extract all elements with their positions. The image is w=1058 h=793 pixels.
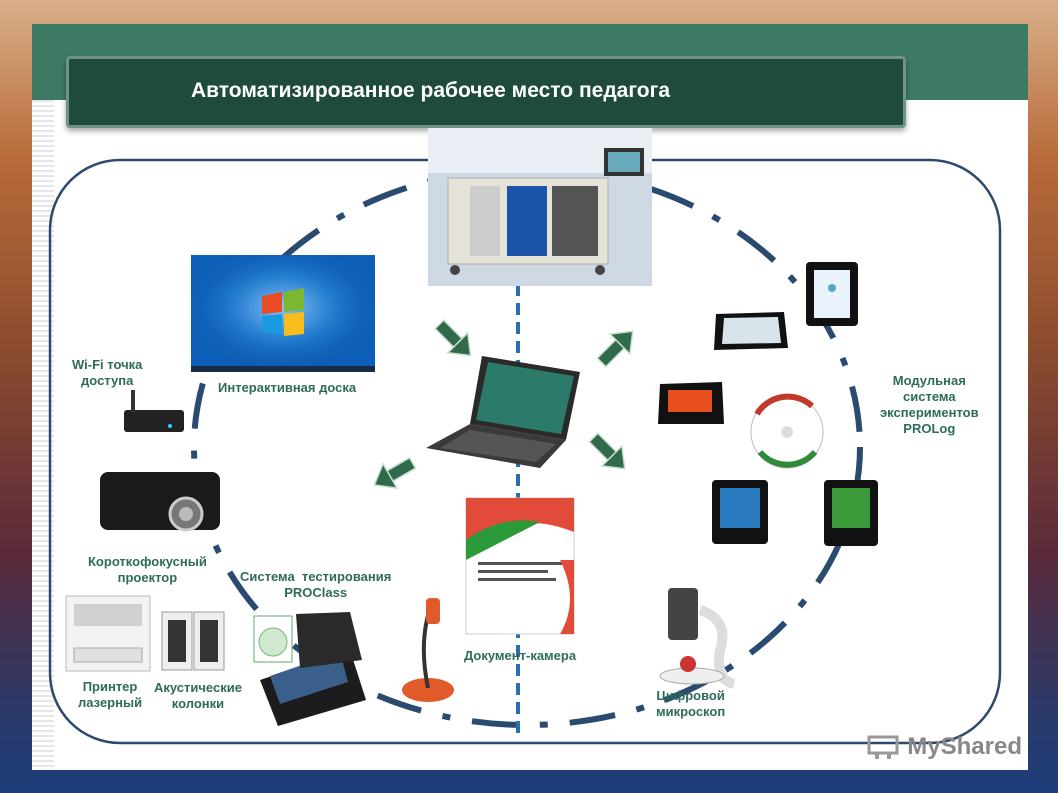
prolog-module-3-image — [658, 382, 724, 424]
wifi-router-image — [124, 390, 184, 432]
watermark: MyShared — [867, 733, 1022, 761]
slide-stripes — [32, 100, 54, 770]
title-bar: Автоматизированное рабочее место педагог… — [66, 56, 906, 128]
prolog-module-1-image — [806, 262, 858, 326]
laptop-image — [426, 356, 580, 468]
workstation-cart-image — [428, 128, 652, 286]
watermark-text: MyShared — [907, 733, 1022, 760]
label-microscope: Цифровой микроскоп — [656, 688, 726, 719]
testing-system-image — [253, 612, 366, 726]
prolog-module-4-image — [712, 480, 768, 544]
prolog-module-2-image — [714, 312, 788, 350]
label-wifi: Wi-Fi точка доступа — [72, 357, 143, 388]
label-testing-system: Система тестирования PROClass — [240, 569, 392, 600]
arrows — [373, 319, 634, 490]
label-printer: Принтер лазерный — [78, 679, 143, 710]
microscope-image — [659, 588, 736, 689]
prolog-module-5-image — [824, 480, 878, 546]
label-prolog: Модульная система экспериментов PROLog — [880, 373, 979, 436]
page-title: Автоматизированное рабочее место педагог… — [191, 79, 671, 102]
label-document-camera: Документ-камера — [464, 648, 577, 663]
document-camera-image — [402, 598, 454, 702]
projector-image — [100, 472, 220, 532]
label-speakers: Акустические колонки — [154, 680, 242, 711]
interactive-board-image — [191, 255, 375, 372]
speakers-image — [161, 611, 225, 671]
printer-image — [65, 595, 151, 672]
label-projector: Короткофокусный проектор — [88, 554, 207, 585]
manual-book-image — [465, 497, 575, 635]
prolog-disc-image — [750, 393, 824, 469]
label-interactive-board: Интерактивная доска — [218, 380, 357, 395]
watermark-icon — [867, 735, 899, 759]
